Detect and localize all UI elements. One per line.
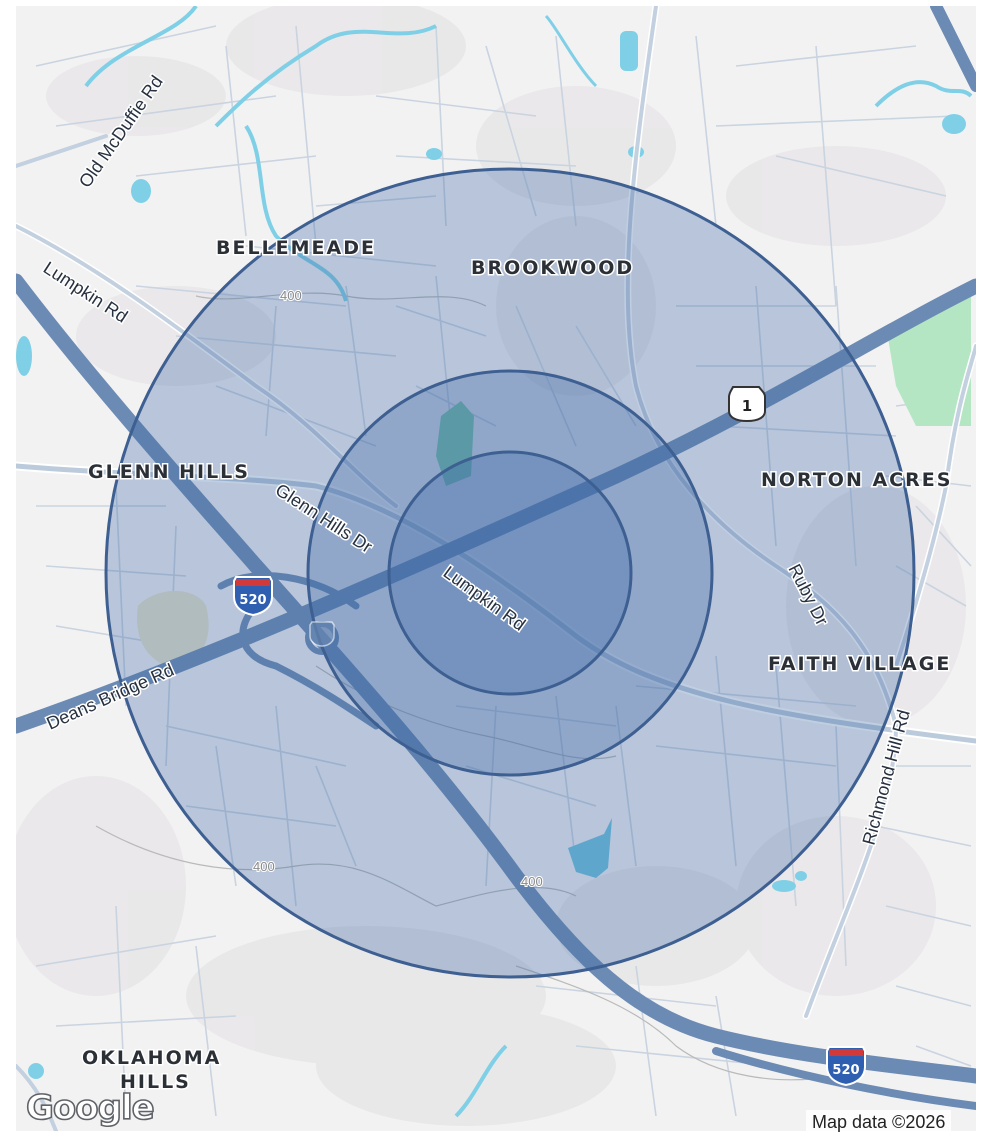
middle-ring <box>306 369 714 777</box>
contour-label-2: 400 <box>253 859 275 874</box>
i520-shield-east: 520 <box>826 1046 866 1087</box>
contour-label-3: 400 <box>521 874 543 889</box>
i520-east-label: 520 <box>832 1063 859 1078</box>
us1-shield: 1 <box>728 386 766 423</box>
i520-shield-west: 520 <box>233 576 273 617</box>
neighborhood-bellemeade: BELLEMEADE <box>216 237 376 259</box>
neighborhood-norton-acres: NORTON ACRES <box>761 469 952 491</box>
neighborhood-oklahoma: OKLAHOMA <box>82 1047 221 1069</box>
i520-west-label: 520 <box>239 593 266 608</box>
neighborhood-brookwood: BROOKWOOD <box>471 257 634 279</box>
contour-label-1: 400 <box>280 288 302 303</box>
ramp-shield <box>309 621 335 647</box>
water <box>16 6 973 1118</box>
us1-label: 1 <box>742 397 752 415</box>
radius-rings <box>104 167 916 979</box>
neighborhood-glenn-hills: GLENN HILLS <box>88 461 250 483</box>
neighborhood-hills: HILLS <box>120 1071 191 1093</box>
map-canvas[interactable]: 520 520 1 400 400 400 BELLEMEADE BROOKWO… <box>16 6 976 1131</box>
outer-ring <box>104 167 916 979</box>
inner-ring <box>387 450 633 696</box>
map-svg: 520 520 1 400 400 400 BELLEMEADE BROOKWO… <box>16 6 976 1131</box>
neighborhood-faith-village: FAITH VILLAGE <box>768 653 951 675</box>
highways <box>16 6 976 1110</box>
terrain-shading <box>16 6 966 1126</box>
google-logo: Google <box>25 1087 155 1129</box>
map-attribution[interactable]: Map data ©2026 <box>806 1110 952 1135</box>
